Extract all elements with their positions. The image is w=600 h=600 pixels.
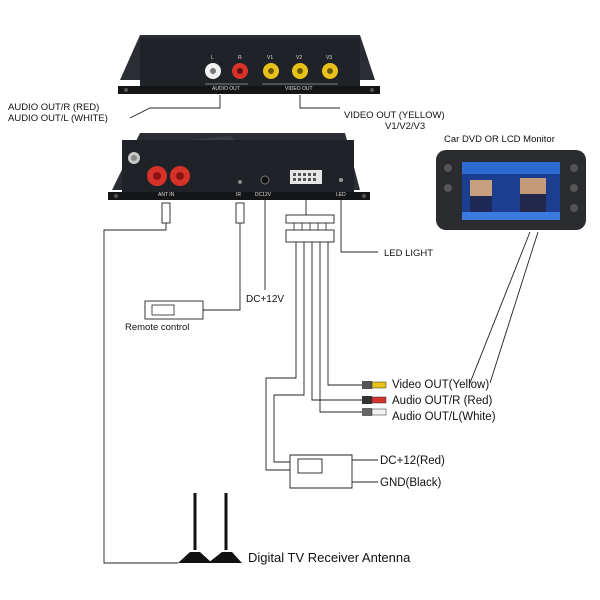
dc12v-label: DC+12V bbox=[246, 294, 284, 305]
jack-label-v1: V1 bbox=[267, 55, 273, 61]
monitor-link-1 bbox=[469, 231, 531, 384]
harness-connector bbox=[285, 214, 335, 243]
video-out-label: VIDEO OUT bbox=[285, 86, 313, 92]
top-device-flange bbox=[118, 86, 380, 94]
connector-plug-icon bbox=[371, 408, 387, 416]
ir-plug bbox=[235, 202, 245, 224]
audio-out-label: AUDIO OUT bbox=[212, 86, 240, 92]
power-wire-1 bbox=[265, 242, 297, 471]
jack-label-v3: V3 bbox=[326, 55, 332, 61]
power-box-icon bbox=[289, 454, 353, 489]
video-wire bbox=[327, 242, 362, 386]
antenna-label: Digital TV Receiver Antenna bbox=[248, 550, 411, 565]
video-channels-label: V1/V2/V3 bbox=[385, 121, 425, 132]
audio-out-l-label: Audio OUT/L(White) bbox=[392, 411, 496, 423]
audio-r-wire bbox=[311, 242, 362, 401]
dc12v-port-label: DC12V bbox=[255, 192, 272, 198]
rca-jack-l bbox=[205, 63, 221, 79]
video-callout-line bbox=[299, 95, 340, 109]
antenna-icon bbox=[178, 493, 242, 563]
main-device-flange bbox=[108, 192, 370, 200]
audio-out-l-top-label: AUDIO OUT/L (WHITE) bbox=[8, 113, 108, 124]
jack-label-l: L bbox=[211, 55, 214, 61]
ant-in-connector-2 bbox=[170, 166, 190, 186]
monitor-link-2 bbox=[489, 231, 539, 384]
video-out-plug bbox=[362, 381, 387, 389]
connector-plug-icon bbox=[285, 214, 335, 224]
connector-plug-icon bbox=[371, 381, 387, 389]
gnd-black-label: GND(Black) bbox=[380, 477, 442, 489]
remote-control-label: Remote control bbox=[125, 322, 189, 333]
audio-l-wire bbox=[319, 242, 362, 413]
antenna-cable bbox=[103, 223, 178, 564]
rca-jack-r bbox=[232, 63, 248, 79]
ant-in-label: ANT IN bbox=[158, 192, 175, 198]
main-device: ANT IN IR DC12V LED bbox=[108, 133, 370, 200]
top-device-front bbox=[140, 38, 360, 90]
connector-plug-icon bbox=[371, 396, 387, 404]
video-out-label-bottom: Video OUT(Yellow) bbox=[392, 379, 489, 391]
audio-out-r-top-label: AUDIO OUT/R (RED) bbox=[8, 102, 99, 113]
monitor-title: Car DVD OR LCD Monitor bbox=[444, 134, 555, 145]
dc12-red-label: DC+12(Red) bbox=[380, 455, 445, 467]
monitor-icon bbox=[436, 150, 586, 230]
video-out-top-label: VIDEO OUT (YELLOW) bbox=[344, 110, 445, 121]
audio-callout-line bbox=[129, 95, 221, 119]
led-light-label: LED LIGHT bbox=[384, 248, 433, 259]
rca-jack-v3 bbox=[322, 63, 338, 79]
power-wire-2 bbox=[273, 242, 305, 463]
jack-label-r: R bbox=[238, 55, 242, 61]
jack-label-v2: V2 bbox=[296, 55, 302, 61]
audio-r-plug bbox=[362, 396, 387, 404]
remote-receiver-icon bbox=[144, 300, 204, 320]
audio-out-r-label: Audio OUT/R (Red) bbox=[392, 395, 493, 407]
led-port-label: LED bbox=[336, 192, 346, 198]
led-indicator bbox=[339, 178, 343, 182]
multi-pin-port bbox=[290, 170, 322, 184]
audio-l-plug bbox=[362, 408, 387, 416]
led-light-line bbox=[340, 200, 378, 253]
ir-cable bbox=[203, 223, 241, 311]
rca-jack-v1 bbox=[263, 63, 279, 79]
top-device: L R V1 V2 V3 AUDIO OUT VIDEO OUT bbox=[118, 35, 380, 94]
ant-in-connector-1 bbox=[147, 166, 167, 186]
ant-plug bbox=[161, 202, 171, 224]
ir-label: IR bbox=[236, 192, 241, 198]
rca-jack-v2 bbox=[292, 63, 308, 79]
